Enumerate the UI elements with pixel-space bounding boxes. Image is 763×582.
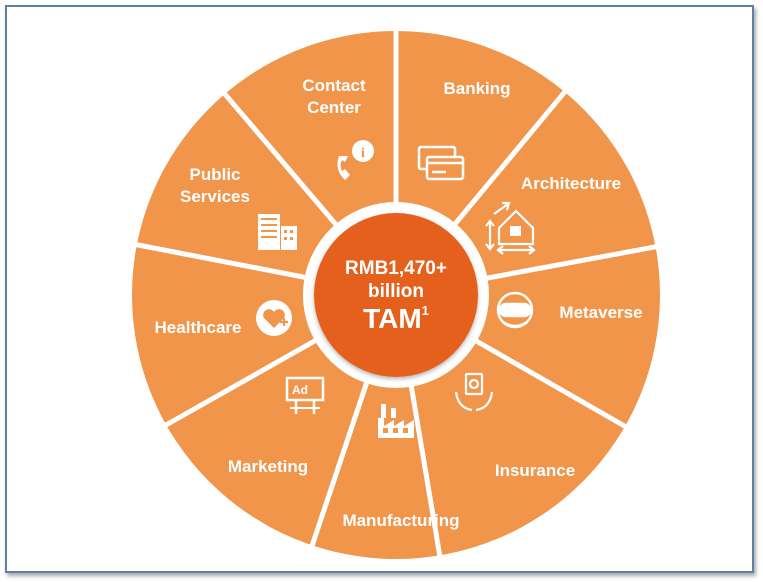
factory-icon (378, 404, 414, 438)
segment-label-architecture: Architecture (521, 174, 621, 193)
hub-unit: billion (368, 281, 424, 302)
hub-tam: TAM1 (363, 303, 429, 334)
house-dimensions-icon (485, 201, 536, 255)
segment-label-insurance: Insurance (495, 461, 575, 480)
segment-label-line: Contact (302, 76, 366, 95)
office-building-icon (258, 214, 297, 250)
segment-label-line: Center (307, 98, 361, 117)
segment-label-banking: Banking (443, 79, 510, 98)
segment-label-healthcare: Healthcare (155, 318, 242, 337)
segment-label-marketing: Marketing (228, 457, 308, 476)
credit-cards-icon (417, 145, 465, 181)
segment-label-line: Public (189, 165, 240, 184)
hub-circle (314, 213, 478, 377)
svg-text:Ad: Ad (292, 383, 308, 397)
ad-billboard-icon: Ad (285, 376, 325, 414)
svg-text:i: i (361, 146, 365, 161)
hub-amount: RMB1,470+ (345, 258, 447, 279)
hands-document-icon (454, 372, 494, 412)
heart-plus-icon (256, 300, 292, 336)
hub-footnote: 1 (422, 303, 429, 318)
segment-label-metaverse: Metaverse (559, 303, 642, 322)
segment-label-line: Services (180, 187, 250, 206)
segment-label-manufacturing: Manufacturing (342, 511, 459, 530)
phone-info-icon: i (337, 140, 374, 180)
vr-headset-icon (496, 291, 534, 329)
